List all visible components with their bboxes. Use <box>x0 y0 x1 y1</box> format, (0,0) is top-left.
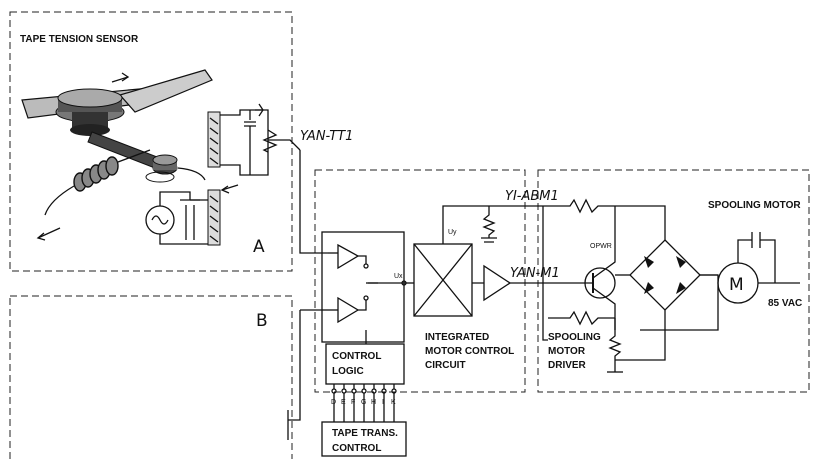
driver-motor-region <box>537 169 810 393</box>
integrated-label-1: INTEGRATED <box>425 332 489 343</box>
integrated-label-2: MOTOR CONTROL <box>425 346 514 357</box>
buffer-lower-icon <box>337 296 360 324</box>
tape-trans-control-block <box>321 421 407 457</box>
region-b-outline <box>10 295 293 459</box>
tension-sensor-drawing <box>21 69 301 246</box>
buffer-upper-icon <box>337 243 360 270</box>
uy-label: Uy <box>448 229 457 236</box>
tape-trans-label-2: CONTROL <box>332 443 381 454</box>
motor-symbol: M <box>729 275 744 295</box>
control-logic-block <box>325 343 405 385</box>
vac-label: 85 VAC <box>768 298 802 309</box>
pin-f: F <box>351 399 355 406</box>
driver-label-2: MOTOR <box>548 346 586 357</box>
yan-tt1-label: YAN-TT1 <box>300 129 353 144</box>
tape-trans-label-1: TAPE TRANS. <box>332 428 398 439</box>
driver-label-1: SPOOLING <box>548 332 601 343</box>
pin-g: G <box>361 399 366 406</box>
amplifier-icon <box>483 264 512 302</box>
opwr-label: OPWR <box>590 243 612 250</box>
switch-block <box>321 231 405 343</box>
yn-abm1-label: YI-ABM1 <box>505 189 559 204</box>
pin-i: I <box>382 399 384 406</box>
driver-label-3: DRIVER <box>548 360 587 371</box>
pin-k: K <box>391 399 396 406</box>
integrated-circuit-region <box>314 169 526 393</box>
region-b-label: B <box>256 311 268 331</box>
ux-label: Ux <box>394 273 403 280</box>
tape-tension-sensor-label: TAPE TENSION SENSOR <box>20 34 139 45</box>
region-a-label: A <box>253 237 265 257</box>
spooling-motor-label: SPOOLING MOTOR <box>708 200 801 211</box>
control-pins: D E F G H I K <box>331 384 397 422</box>
pin-h: H <box>371 399 376 406</box>
integrated-label-3: CIRCUIT <box>425 360 466 371</box>
bridge-rectifier-icon <box>615 239 719 361</box>
pin-e: E <box>341 399 346 406</box>
control-logic-label-1: CONTROL <box>332 351 381 362</box>
pin-d: D <box>331 399 336 406</box>
yan-m1-label: YAN-M1 <box>510 266 560 281</box>
control-logic-label-2: LOGIC <box>332 366 364 377</box>
